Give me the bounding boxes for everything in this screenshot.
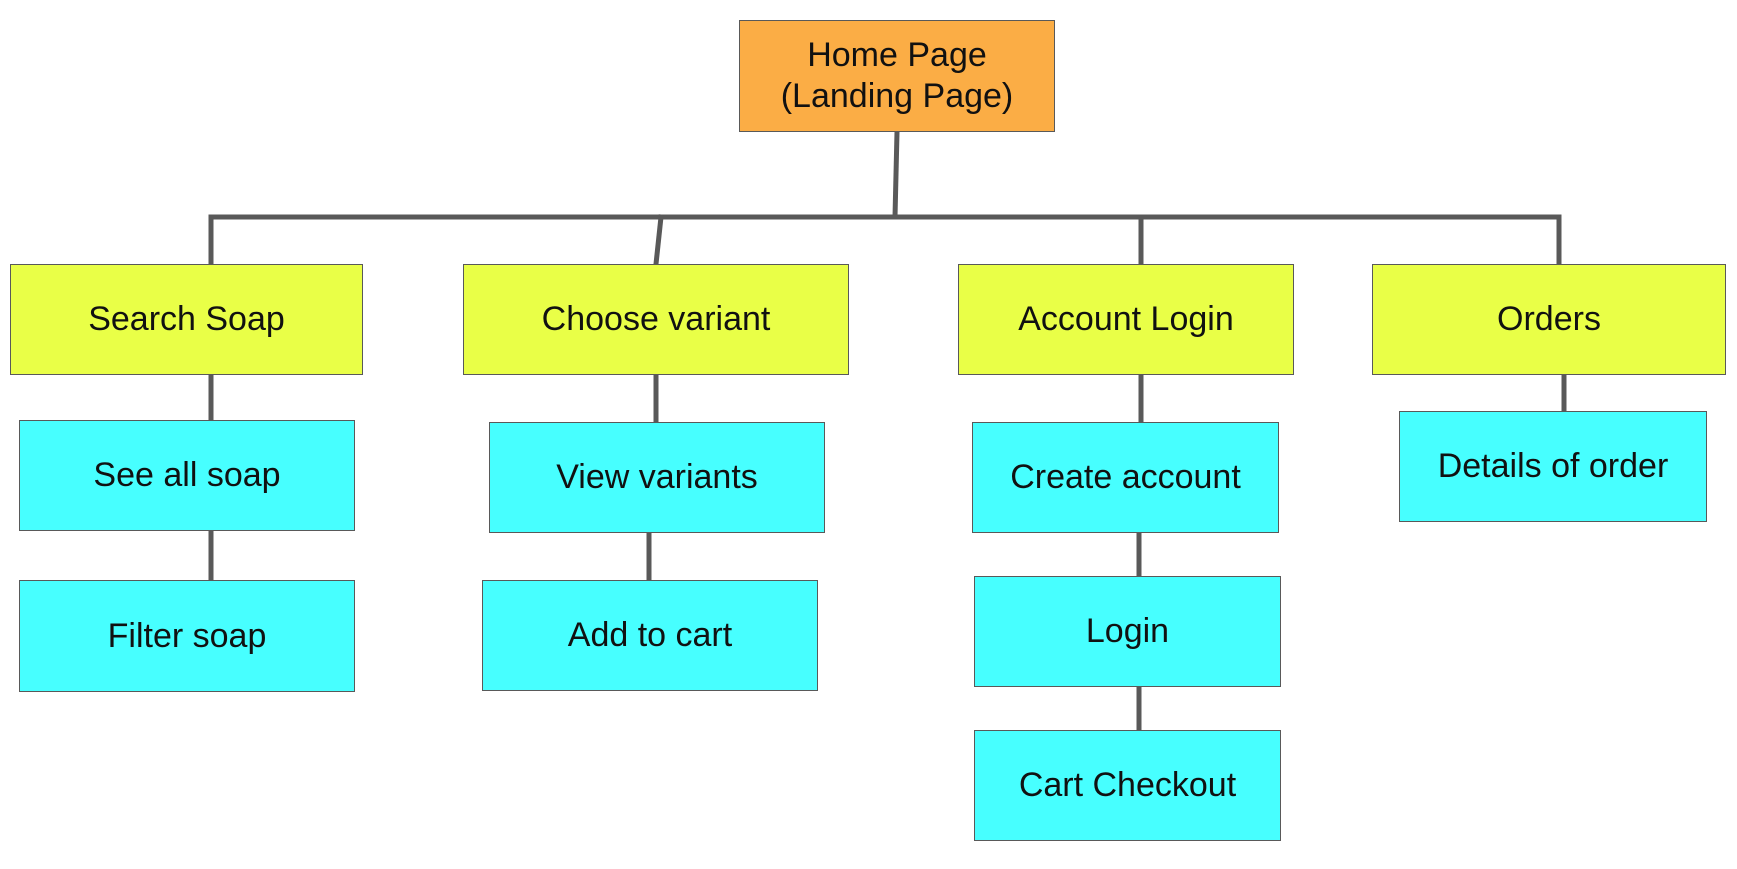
node-details-of-order: Details of order	[1399, 411, 1707, 522]
node-filter-soap: Filter soap	[19, 580, 355, 692]
node-home-page-line2: (Landing Page)	[780, 77, 1014, 115]
node-home-page: Home Page (Landing Page)	[739, 20, 1055, 132]
node-orders: Orders	[1372, 264, 1726, 375]
node-home-page-line1: Home Page	[807, 36, 987, 75]
node-view-variants: View variants	[489, 422, 825, 533]
connector-to-choose-variant	[653, 214, 664, 267]
node-login: Login	[974, 576, 1281, 687]
node-create-account: Create account	[972, 422, 1279, 533]
connector-root-down	[892, 129, 900, 220]
node-see-all-soap: See all soap	[19, 420, 355, 531]
node-account-login: Account Login	[958, 264, 1294, 375]
node-cart-checkout: Cart Checkout	[974, 730, 1281, 841]
node-choose-variant: Choose variant	[463, 264, 849, 375]
node-search-soap: Search Soap	[10, 264, 363, 375]
node-add-to-cart: Add to cart	[482, 580, 818, 691]
